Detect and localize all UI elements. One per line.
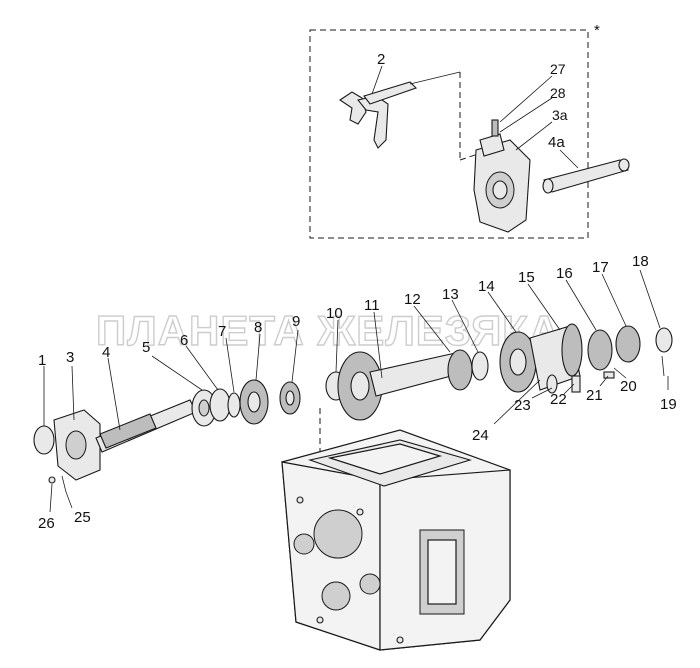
inset-dashed-frame bbox=[309, 29, 589, 239]
callout-5: 5 bbox=[142, 339, 150, 356]
ring-23-part bbox=[546, 374, 558, 394]
callout-10: 10 bbox=[326, 305, 343, 322]
gearbox-housing bbox=[281, 429, 511, 651]
callout-1: 1 bbox=[38, 352, 46, 369]
main-assembly bbox=[33, 323, 673, 493]
callout-13: 13 bbox=[442, 286, 459, 303]
shaft-4a-part bbox=[542, 158, 630, 194]
callout-25: 25 bbox=[74, 509, 91, 526]
callout-18: 18 bbox=[632, 253, 649, 270]
washer-13-part bbox=[471, 351, 489, 381]
bearing-6-part bbox=[209, 388, 231, 422]
shift-fork-part bbox=[339, 71, 491, 161]
pin-19-part bbox=[661, 355, 665, 377]
callout-11: 11 bbox=[364, 297, 380, 314]
callout-23: 23 bbox=[514, 397, 531, 414]
callout-14: 14 bbox=[478, 278, 495, 295]
callout-26: 26 bbox=[38, 515, 55, 532]
callout-27: 27 bbox=[550, 61, 566, 77]
key-21-part bbox=[603, 371, 615, 379]
callout-19: 19 bbox=[660, 396, 677, 413]
callout-9: 9 bbox=[292, 313, 300, 330]
watermark-text: ПЛАНЕТА ЖЕЛЕЗЯКА bbox=[96, 307, 560, 354]
callout-15: 15 bbox=[518, 269, 535, 286]
callout-16: 16 bbox=[556, 265, 573, 282]
callout-4a: 4а bbox=[548, 134, 565, 151]
nut-18-part bbox=[655, 327, 673, 353]
callout-3: 3 bbox=[66, 349, 74, 366]
snap-ring-part bbox=[33, 425, 55, 455]
callout-12: 12 bbox=[404, 291, 421, 308]
screw-26-part bbox=[48, 476, 56, 484]
gear-16-part bbox=[587, 329, 613, 371]
callout-28: 28 bbox=[550, 85, 566, 101]
callout-24: 24 bbox=[472, 427, 489, 444]
screw-25-part bbox=[61, 475, 67, 493]
inset-marker: * bbox=[594, 22, 600, 39]
callout-4: 4 bbox=[102, 344, 110, 361]
callout-3a: 3а bbox=[552, 107, 568, 123]
ring-7-part bbox=[227, 392, 241, 418]
callout-22: 22 bbox=[550, 391, 567, 408]
callout-labels: 1 2 3 4 5 6 7 8 9 10 11 12 13 14 15 16 1… bbox=[38, 51, 677, 532]
callout-20: 20 bbox=[620, 378, 637, 395]
leader-lines bbox=[43, 269, 669, 513]
callout-7: 7 bbox=[218, 323, 226, 340]
gear-12-part bbox=[447, 349, 473, 391]
callout-17: 17 bbox=[592, 259, 609, 276]
callout-8: 8 bbox=[254, 319, 262, 336]
plate-22-part bbox=[571, 375, 581, 393]
callout-6: 6 bbox=[180, 332, 188, 349]
shift-cover-part bbox=[473, 119, 531, 233]
gear-17-part bbox=[615, 325, 641, 363]
callout-2: 2 bbox=[377, 51, 385, 68]
inset-group: * bbox=[309, 22, 630, 239]
callout-21: 21 bbox=[586, 387, 603, 404]
